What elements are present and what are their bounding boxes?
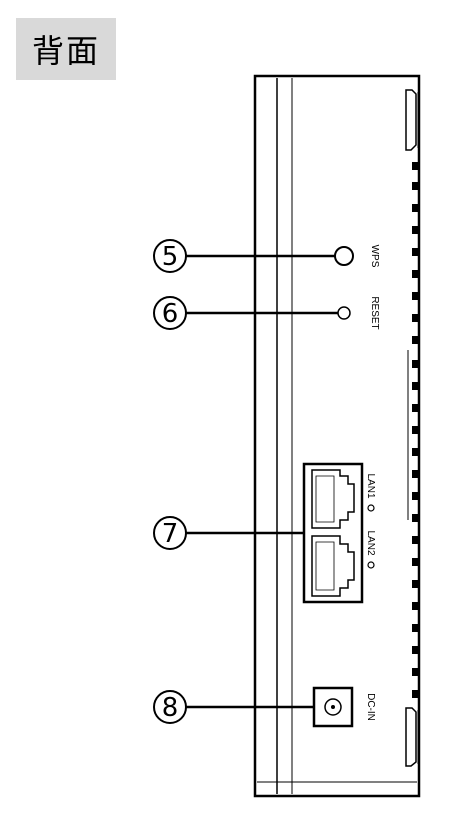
lan2-port — [311, 535, 355, 597]
device-body — [253, 74, 421, 798]
wps-label: WPS — [369, 245, 380, 268]
reset-button — [337, 306, 351, 320]
vent-slots — [412, 162, 418, 698]
lan-port-block: LAN1 LAN2 — [302, 462, 376, 604]
dc-in-port — [312, 686, 354, 728]
top-bumper — [405, 89, 417, 151]
lan1-led-icon — [367, 504, 375, 512]
reset-label: RESET — [369, 296, 380, 329]
callout-5-number: 5 — [162, 242, 179, 272]
bottom-bumper — [405, 707, 417, 767]
callout-8-number: 8 — [162, 693, 179, 723]
lan2-label: LAN2 — [365, 530, 376, 555]
lan1-port — [311, 469, 355, 529]
page-title: 背面 — [31, 32, 100, 70]
callout-7: 7 — [153, 516, 304, 550]
callout-5: 5 — [153, 239, 335, 273]
callout-8: 8 — [153, 690, 314, 724]
title-box: 背面 — [16, 18, 116, 80]
side-vents — [405, 89, 419, 767]
callout-6-number: 6 — [162, 299, 179, 329]
device-outline — [253, 74, 421, 798]
wps-button — [334, 246, 354, 266]
lan2-led-icon — [367, 561, 375, 569]
callout-7-number: 7 — [162, 519, 179, 549]
callout-6: 6 — [153, 296, 338, 330]
dc-in-label: DC-IN — [365, 693, 376, 721]
lan1-label: LAN1 — [365, 473, 376, 498]
